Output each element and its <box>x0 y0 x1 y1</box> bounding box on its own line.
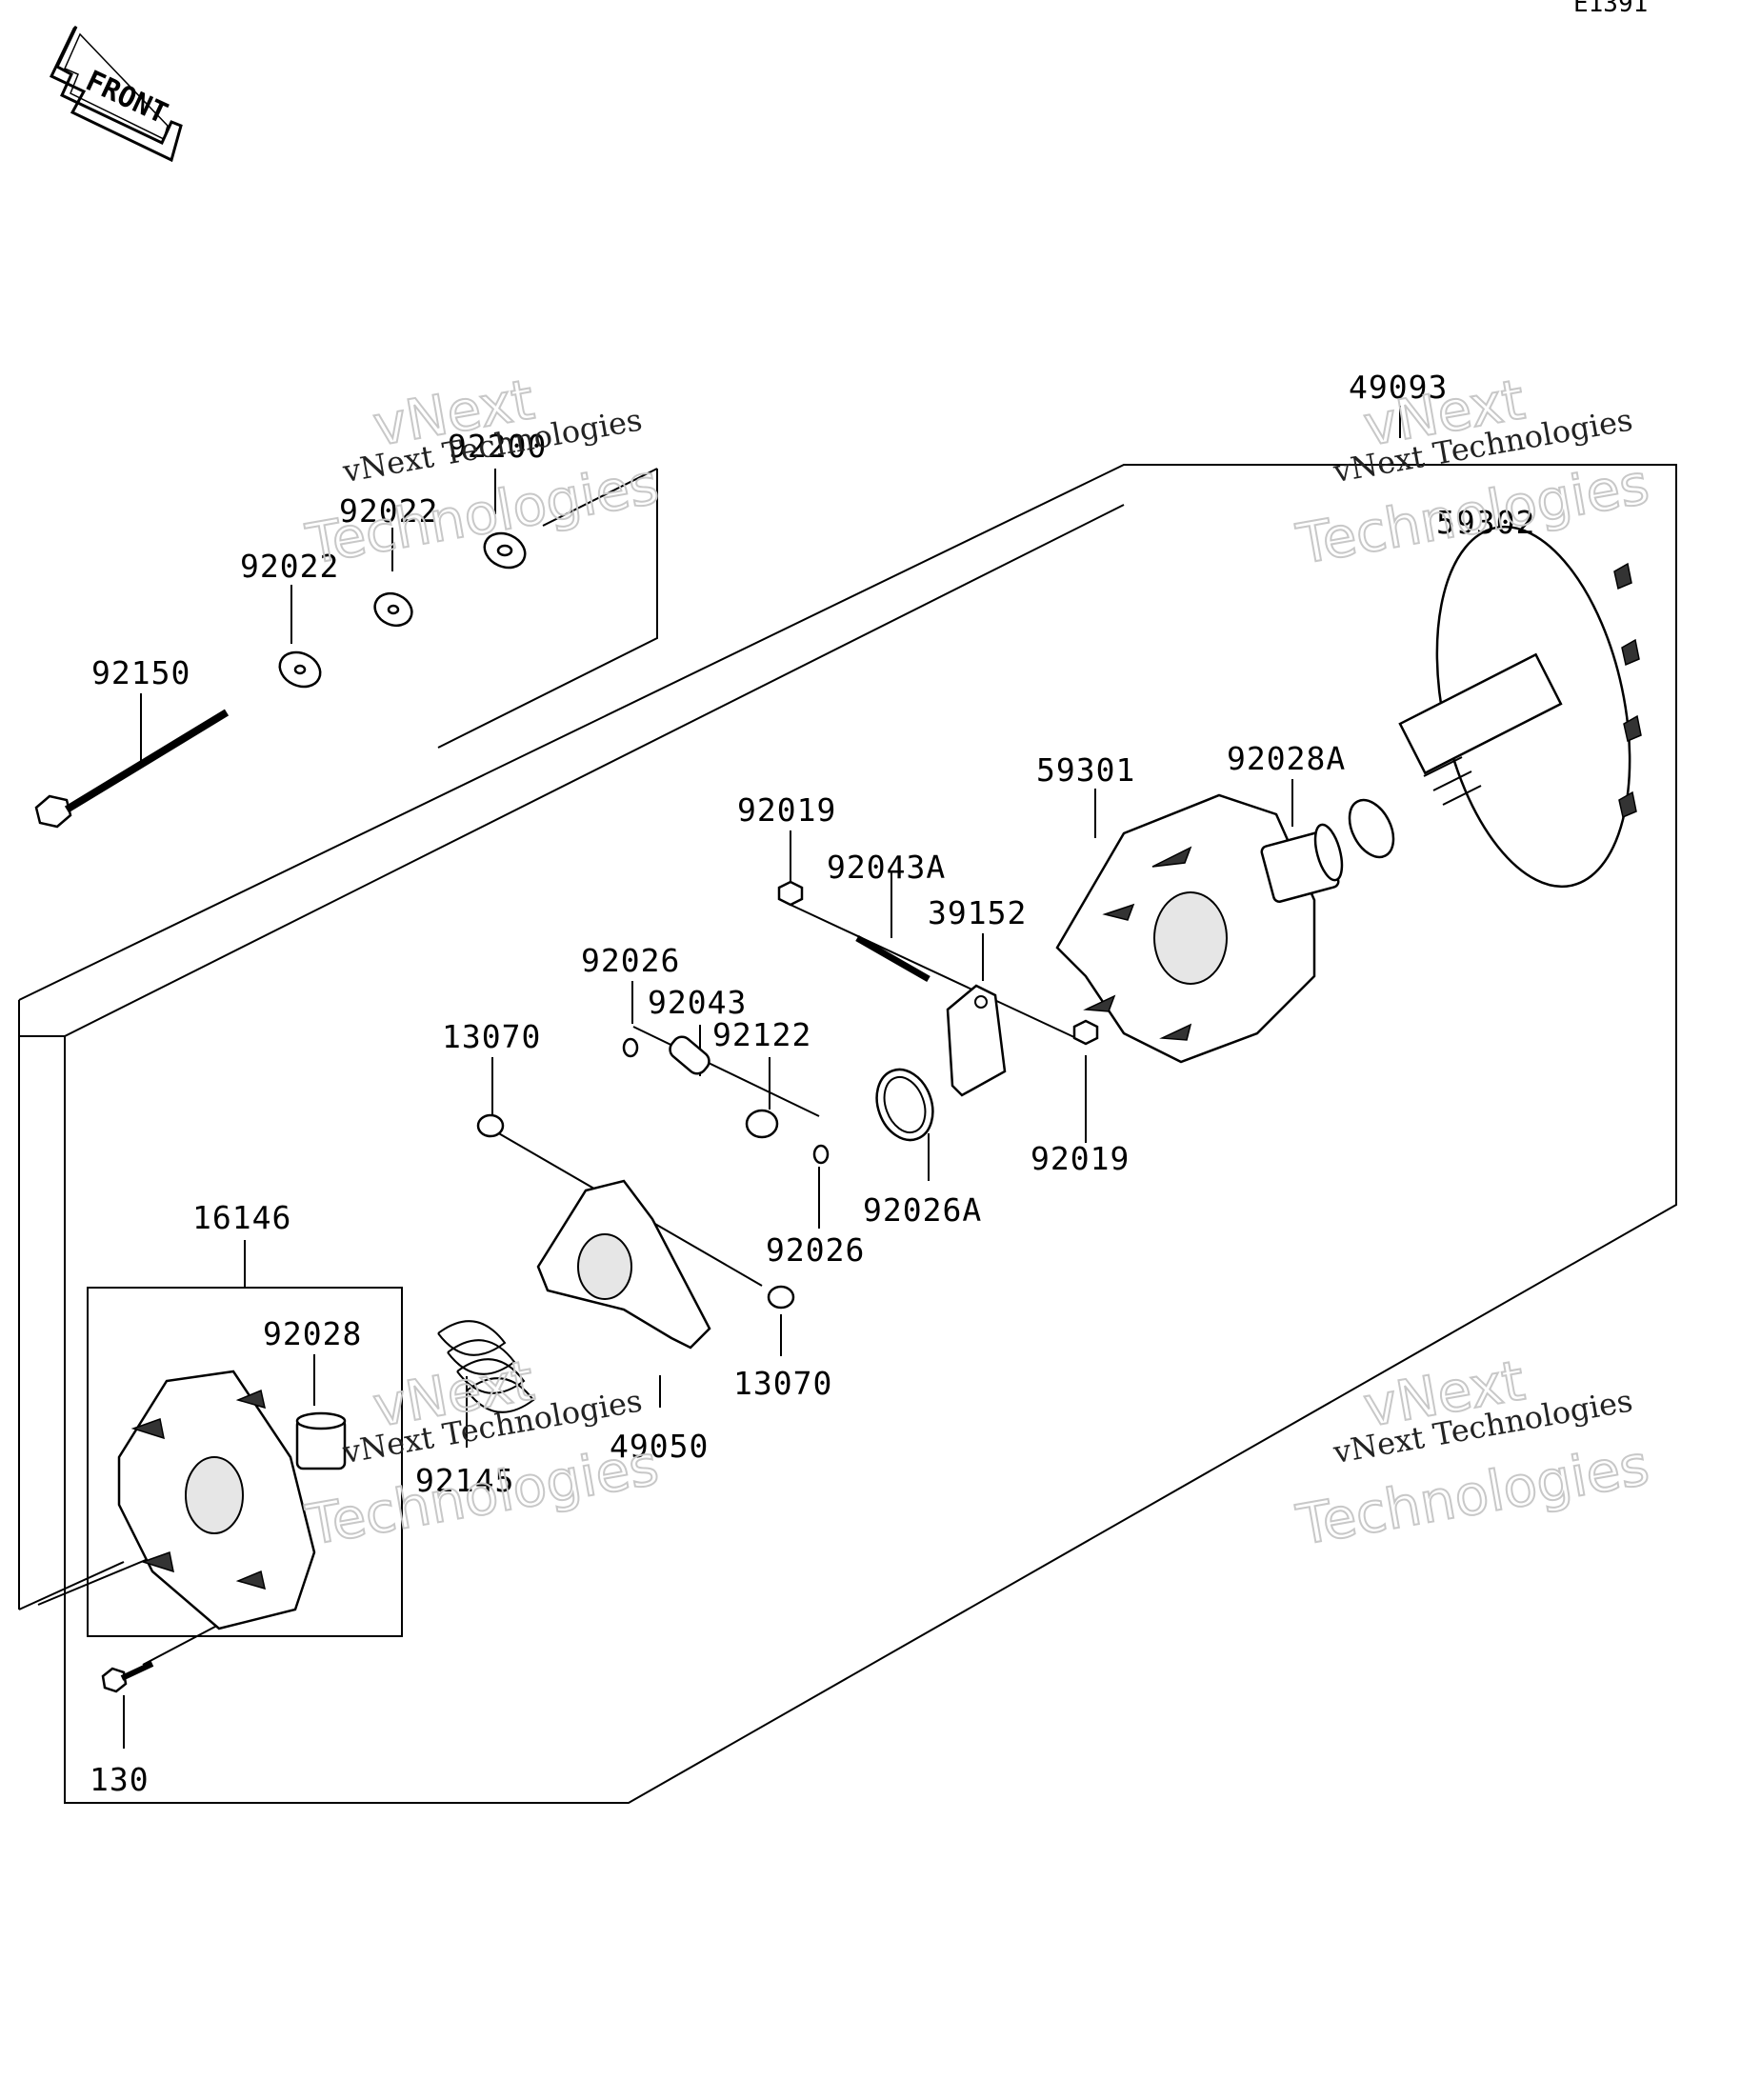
part-13070-drawing <box>476 1113 795 1310</box>
part-label-92026-upper[interactable]: 92026 <box>581 942 680 979</box>
part-labels: 49093 59302 92200 92022 92022 92150 5930… <box>90 369 1535 1798</box>
watermark-top-right: vNext vNext Technologies Technologies <box>1291 366 1654 578</box>
part-label-59302[interactable]: 59302 <box>1436 504 1535 541</box>
part-92122-drawing <box>745 1109 779 1139</box>
part-label-92022-upper[interactable]: 92022 <box>339 492 438 530</box>
part-label-92200[interactable]: 92200 <box>448 428 547 465</box>
part-130-bolt-drawing <box>101 1661 154 1693</box>
part-92028A-drawing <box>1260 823 1344 903</box>
part-label-92019-lower[interactable]: 92019 <box>1031 1140 1130 1177</box>
part-label-49093[interactable]: 49093 <box>1349 369 1448 406</box>
part-label-59301[interactable]: 59301 <box>1036 751 1135 789</box>
part-label-92043A[interactable]: 92043A <box>827 849 946 886</box>
diagram-code: E1391 <box>1573 0 1648 18</box>
part-label-92019-upper[interactable]: 92019 <box>737 791 836 829</box>
part-49050-drawing <box>536 1179 711 1350</box>
part-59301-drawing <box>1055 793 1316 1064</box>
part-label-92026A[interactable]: 92026A <box>863 1191 982 1229</box>
front-arrow-icon: FRONT <box>49 25 183 163</box>
part-92043-drawing <box>669 1035 710 1075</box>
part-39152-drawing <box>946 984 1007 1097</box>
part-label-92028[interactable]: 92028 <box>263 1315 362 1352</box>
part-92026-clips-drawing <box>622 1037 830 1165</box>
part-92043A-drawing <box>855 934 931 983</box>
leader-lines <box>37 406 1487 1749</box>
part-label-92145[interactable]: 92145 <box>415 1462 514 1499</box>
part-92028-drawing <box>295 1411 347 1470</box>
watermark-bottom-right: vNext vNext Technologies Technologies <box>1291 1347 1654 1559</box>
part-label-92026-lower[interactable]: 92026 <box>766 1231 865 1269</box>
part-92145-drawing <box>437 1320 535 1413</box>
part-92026A-drawing <box>875 1068 934 1142</box>
part-label-13070-lower[interactable]: 13070 <box>733 1365 832 1402</box>
part-59302-drawing <box>1348 525 1642 889</box>
part-16146-drawing <box>117 1370 316 1630</box>
part-label-49050[interactable]: 49050 <box>610 1428 709 1465</box>
watermark-top-left: vNext vNext Technologies Technologies <box>300 366 664 578</box>
part-label-16146[interactable]: 16146 <box>192 1199 291 1236</box>
part-washers-drawing <box>278 531 527 689</box>
part-label-92028A[interactable]: 92028A <box>1227 740 1346 777</box>
part-label-130[interactable]: 130 <box>90 1761 150 1798</box>
part-label-92022-lower[interactable]: 92022 <box>240 548 339 585</box>
part-label-39152[interactable]: 39152 <box>928 894 1027 931</box>
part-92150-bolt-drawing <box>34 709 230 829</box>
part-92019-nuts-drawing <box>777 880 1099 1046</box>
part-label-92150[interactable]: 92150 <box>91 654 190 691</box>
part-label-13070-upper[interactable]: 13070 <box>442 1018 541 1055</box>
part-label-92122[interactable]: 92122 <box>712 1016 811 1053</box>
part-label-92043[interactable]: 92043 <box>648 984 747 1021</box>
